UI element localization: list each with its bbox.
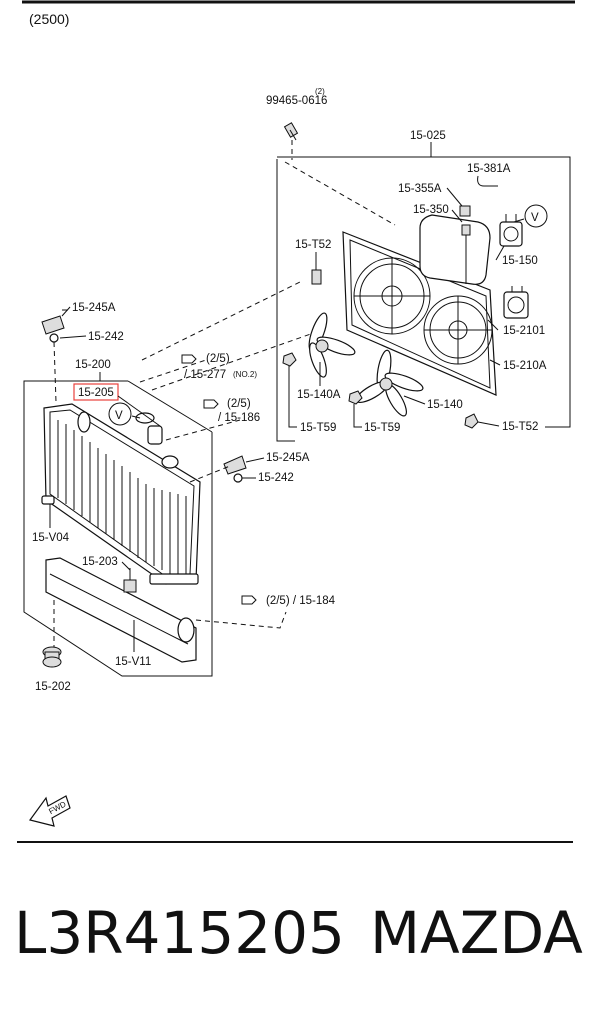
bolt-part[interactable] [283, 122, 299, 160]
lower-tank-part[interactable] [45, 557, 197, 663]
bracket-245a-right-label: 15-245A [266, 452, 310, 464]
fan-shroud-part[interactable] [342, 231, 497, 396]
fan-assy-label: 15-025 [410, 130, 446, 142]
t59-left-label: 15-T59 [300, 422, 336, 434]
svg-text:/ 15-277: / 15-277 [184, 369, 226, 381]
fan-blade-140a-part[interactable] [306, 311, 357, 379]
insul-242-right-label: 15-242 [258, 472, 294, 484]
svg-text:(2/5): (2/5) [227, 398, 251, 410]
v04-label: 15-V04 [32, 532, 70, 544]
part-number: L3R415205 [14, 899, 345, 967]
cap-355a-label: 15-355A [398, 183, 442, 195]
fan-motor-top-part[interactable] [499, 214, 523, 247]
insul-242-top-label: 15-242 [88, 331, 124, 343]
motor-150-label: 15-150 [502, 255, 538, 267]
svg-text:(NO.2): (NO.2) [233, 370, 257, 379]
cap-205-highlight [73, 383, 119, 401]
t52-bottom-label: 15-T52 [502, 421, 538, 433]
callout-v-radiator: V [108, 402, 141, 426]
bolt-no-label: 99465-0616 [266, 95, 327, 107]
svg-text:V: V [531, 212, 539, 224]
fan-140a-label: 15-140A [297, 389, 341, 401]
svg-text:(2/5): (2/5) [206, 353, 230, 365]
fan-motor-bottom-part[interactable] [503, 286, 529, 319]
ref-hose-186[interactable]: (2/5) / 15-186 [203, 398, 260, 424]
radiator-200-label: 15-200 [75, 359, 111, 371]
diagram-code: (2500) [29, 11, 69, 27]
bolt-t52-bottom-part[interactable] [464, 413, 479, 429]
fan-blade-140-part[interactable] [353, 349, 424, 418]
cap-205-label: 15-205 [78, 387, 114, 399]
nut-t59-mid-part[interactable] [348, 390, 363, 405]
radiator-core-part[interactable] [41, 403, 201, 585]
t52-top-label: 15-T52 [295, 239, 331, 251]
hose-part[interactable] [477, 175, 498, 187]
hose-381a-label: 15-381A [467, 163, 511, 175]
bush-202-label: 15-202 [35, 681, 71, 693]
motor-2101-label: 15-2101 [503, 325, 545, 337]
fwd-arrow-icon: FWD [28, 795, 71, 827]
ref-hose-277[interactable]: (2/5) / 15-277 (NO.2) [181, 353, 257, 381]
bracket-245a-top-label: 15-245A [72, 302, 116, 314]
nut-t59-left-part[interactable] [282, 352, 297, 367]
svg-text:/ 15-186: / 15-186 [218, 412, 260, 424]
svg-text:V: V [115, 410, 123, 422]
bushing-202-part[interactable] [42, 646, 62, 668]
reservoir-tank-part[interactable] [419, 205, 491, 285]
brand-name: MAZDA [370, 899, 583, 967]
v11-label: 15-V11 [115, 656, 151, 668]
fan-140-label: 15-140 [427, 399, 463, 411]
callout-v-fan: V [513, 204, 548, 228]
radiator-cap-part[interactable] [135, 412, 163, 445]
svg-text:(2/5) / 15-184: (2/5) / 15-184 [266, 595, 336, 607]
shroud-210a-label: 15-210A [503, 360, 547, 372]
radiator-frame [23, 372, 213, 677]
tank-350-label: 15-350 [413, 204, 449, 216]
bolt-qty-label: (2) [315, 87, 325, 96]
t59-mid-label: 15-T59 [364, 422, 400, 434]
fan-assembly-frame [276, 142, 571, 442]
ref-hose-184[interactable]: (2/5) / 15-184 [241, 595, 336, 607]
drain-plug-203-part[interactable] [123, 568, 137, 593]
plug-203-label: 15-203 [82, 556, 118, 568]
